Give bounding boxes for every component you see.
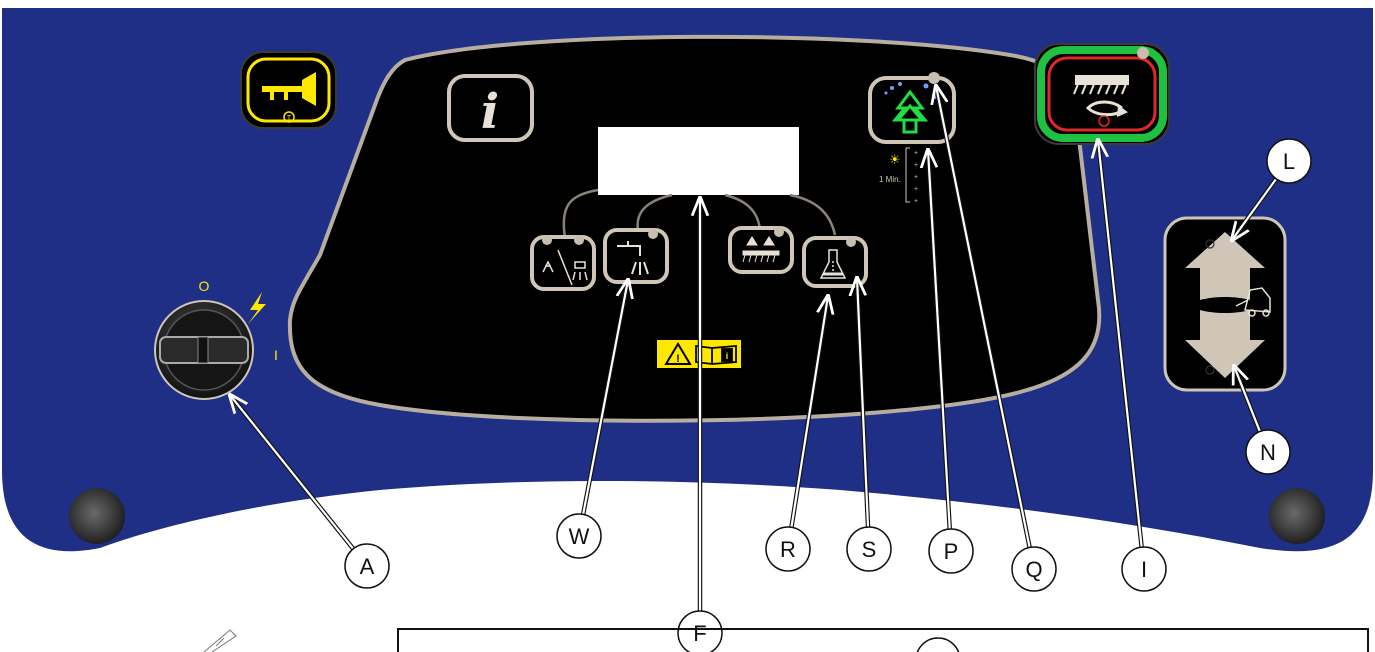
info-icon: i — [481, 84, 499, 140]
callout-circle-i — [1121, 546, 1167, 592]
callout-circle-s — [846, 526, 892, 572]
info-button[interactable]: i — [447, 74, 534, 142]
callout-circle-n — [1245, 429, 1291, 475]
legend-frame — [397, 628, 1369, 652]
screen-leader-curves — [562, 188, 837, 239]
leader-line-l — [1232, 178, 1278, 240]
callout-leaders-inner — [230, 86, 1278, 611]
sun-icon: ☀ — [889, 153, 901, 168]
key-switch[interactable] — [154, 300, 254, 400]
svg-text:+: + — [914, 186, 918, 193]
eco-indicator-led — [928, 72, 940, 84]
detergent-button[interactable] — [802, 236, 868, 288]
wand-sketch — [203, 629, 237, 652]
brush-rotation-icon — [1073, 75, 1129, 117]
callout-circle-q — [1011, 546, 1057, 592]
svg-text:i: i — [726, 351, 729, 361]
callout-label-i: I — [1141, 557, 1147, 582]
callout-label-f: F — [693, 621, 706, 646]
svg-text:T: T — [287, 115, 292, 122]
leader-line-a — [230, 395, 355, 550]
svg-text:+: + — [914, 162, 918, 169]
leader-line-s — [857, 278, 870, 528]
solution-selector-icon — [542, 249, 588, 286]
power-bolt-icon — [248, 292, 266, 324]
callout-circle-a — [344, 543, 390, 589]
water-flow-button[interactable] — [603, 228, 669, 284]
callout-label-p: P — [944, 539, 959, 564]
leader-line-n — [1234, 366, 1261, 432]
brush-indicator-led — [1137, 47, 1149, 59]
eco-timer-text: 1 Min. — [879, 175, 901, 184]
callout-circle-l — [1266, 138, 1312, 184]
callout-circle-f — [677, 610, 723, 652]
eco-timer-legend: ☀ 1 Min. + + + + + — [879, 147, 918, 205]
legend-circle-partial — [916, 637, 960, 652]
leader-line-p — [928, 150, 951, 530]
manual-icon — [695, 344, 737, 366]
key-off-label: O — [199, 278, 210, 294]
brush-pressure-icon — [742, 236, 780, 263]
eco-mode-icon — [891, 89, 929, 134]
leader-line-q — [936, 86, 1031, 548]
water-flow-icon — [617, 241, 649, 275]
brush-rotation-button[interactable] — [1034, 43, 1170, 145]
drive-rocker-switch[interactable] — [1163, 216, 1287, 392]
horn-button[interactable]: T — [240, 51, 337, 129]
leader-line-r — [790, 296, 828, 528]
leader-line-i — [1098, 140, 1143, 548]
key-on-label: I — [274, 347, 278, 363]
callout-label-a: A — [360, 554, 375, 579]
callout-label-q: Q — [1025, 557, 1042, 582]
screw-right — [1269, 488, 1325, 544]
callout-circle-r — [765, 526, 811, 572]
svg-text:+: + — [914, 174, 918, 181]
detergent-icon — [819, 249, 847, 279]
machine-icon — [1235, 287, 1271, 317]
drive-reverse-arrow-icon[interactable] — [1185, 310, 1265, 378]
callout-circle-p — [928, 528, 974, 574]
solution-selector-button[interactable] — [530, 235, 596, 291]
lcd-screen — [598, 127, 799, 195]
callout-label-s: S — [862, 537, 877, 562]
drive-forward-arrow-icon[interactable] — [1185, 232, 1265, 300]
callout-labels: A W F R S P Q I L N — [344, 138, 1312, 652]
callout-label-r: R — [780, 537, 796, 562]
svg-text:+: + — [914, 198, 918, 205]
brush-pressure-button[interactable] — [728, 226, 794, 274]
leader-line-w — [582, 280, 628, 515]
svg-text:!: ! — [676, 353, 680, 365]
callout-label-l: L — [1283, 149, 1295, 174]
horn-icon — [262, 72, 316, 106]
screw-left — [69, 488, 125, 544]
svg-text:+: + — [914, 150, 918, 157]
callout-label-n: N — [1260, 440, 1276, 465]
callout-circle-w — [556, 513, 602, 559]
warning-icon — [664, 342, 692, 365]
callout-label-w: W — [569, 524, 590, 549]
